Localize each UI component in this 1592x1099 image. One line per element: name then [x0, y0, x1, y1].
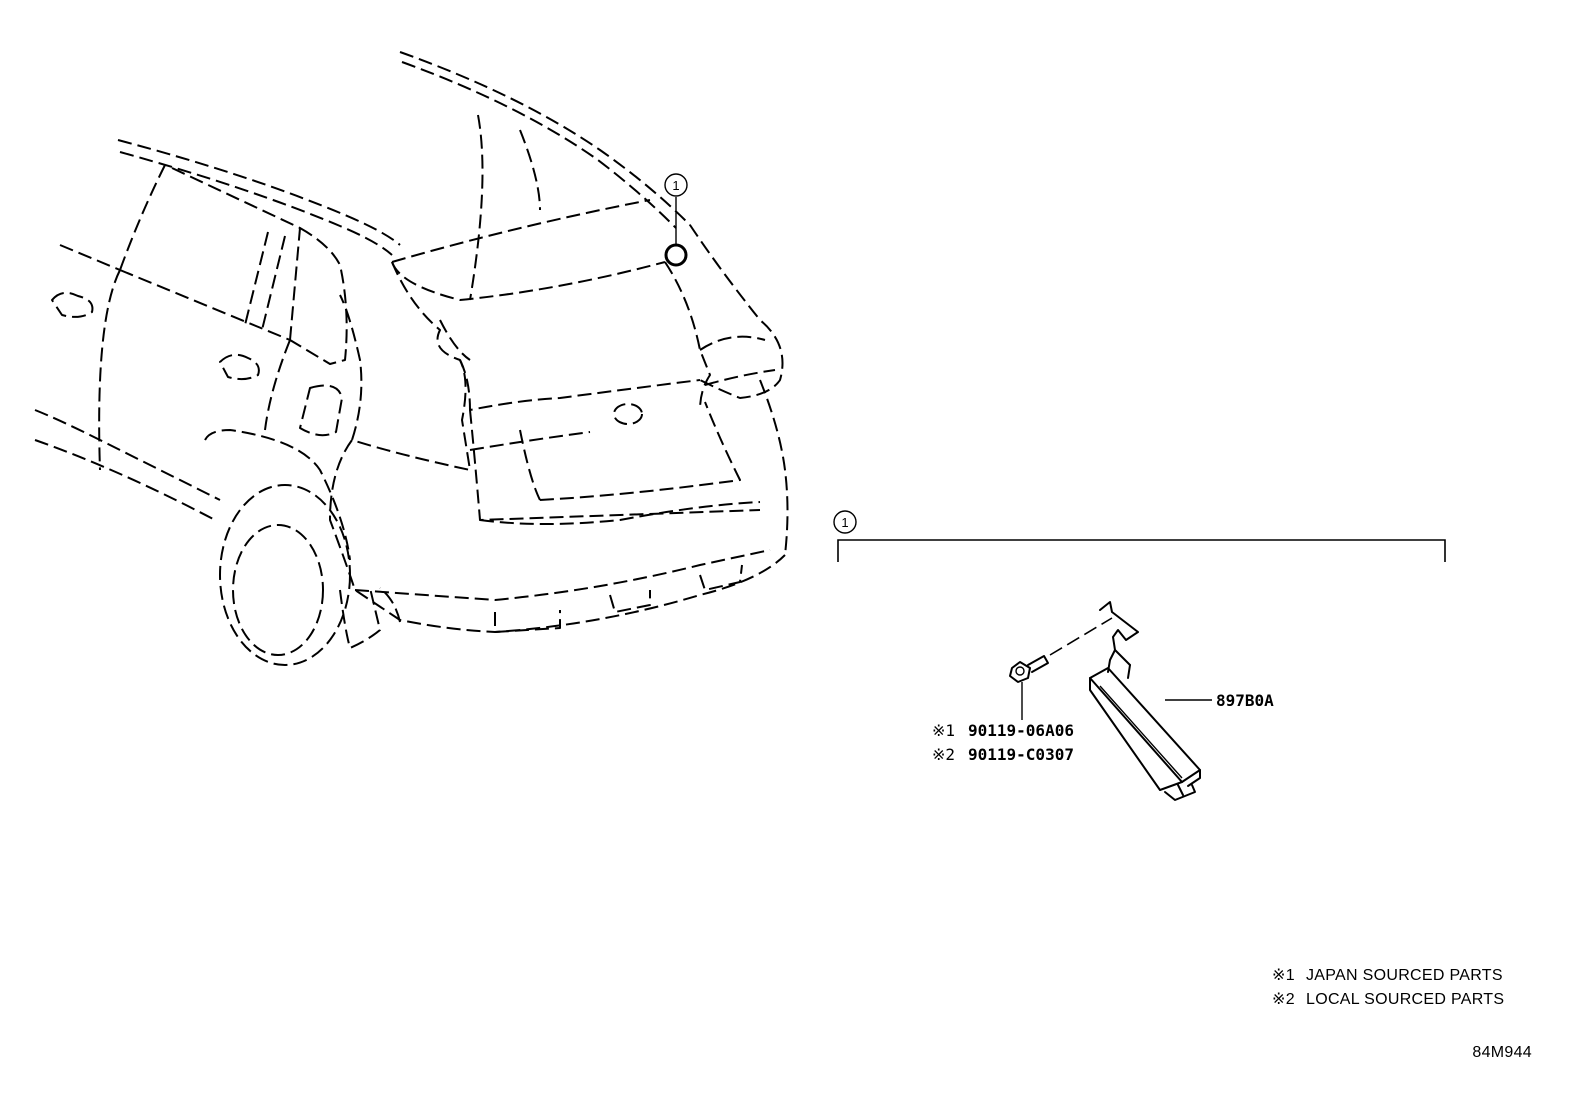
note-2-symbol: ※2 — [1272, 991, 1295, 1008]
assembly-bracket: 1 — [833, 510, 1446, 562]
bolt-ref-2-number: 90119-C0307 — [968, 745, 1074, 764]
note-1-symbol: ※1 — [1272, 967, 1295, 984]
bolt-ref-1-number: 90119-06A06 — [968, 721, 1074, 740]
callout-number-vehicle: 1 — [672, 178, 679, 193]
bolt-illustration — [1009, 617, 1113, 720]
vehicle-part-location-callout: 1 — [664, 173, 688, 267]
drawing-id: 84M944 — [1472, 1044, 1532, 1061]
note-1-text: JAPAN SOURCED PARTS — [1306, 967, 1503, 984]
bolt-ref-1-symbol: ※1 — [932, 721, 955, 740]
location-marker-circle — [664, 243, 688, 267]
note-2-text: LOCAL SOURCED PARTS — [1306, 991, 1504, 1008]
vehicle-illustration — [34, 51, 789, 666]
module-illustration — [1089, 601, 1212, 801]
callout-number-assembly: 1 — [841, 515, 848, 530]
sourcing-notes: ※1 JAPAN SOURCED PARTS ※2 LOCAL SOURCED … — [1272, 967, 1504, 1008]
module-part-number: 897B0A — [1216, 691, 1274, 710]
bolt-ref-2-symbol: ※2 — [932, 745, 955, 764]
